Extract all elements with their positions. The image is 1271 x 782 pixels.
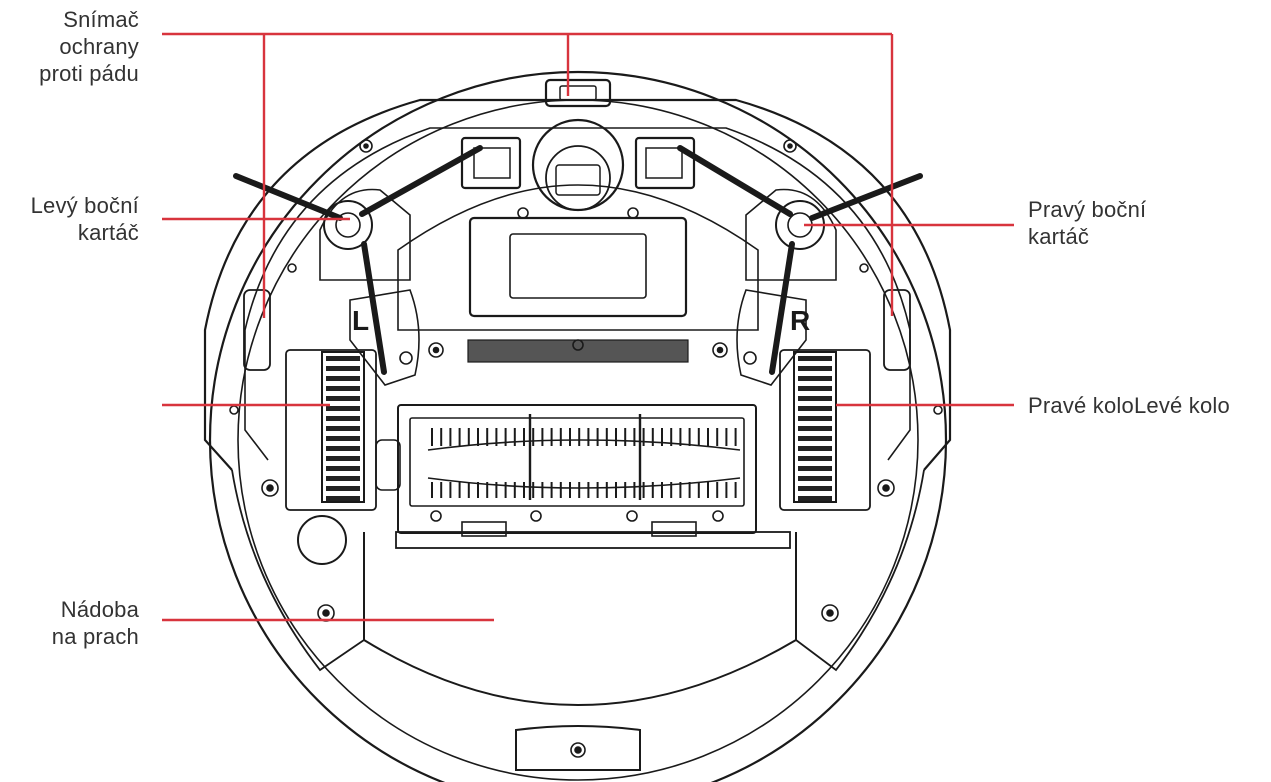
- main-brush-frame: [397, 404, 757, 534]
- tread-bar: [326, 496, 360, 501]
- leader-cliff-sensor: [162, 32, 894, 318]
- robot-body: [203, 71, 952, 782]
- tread-bar: [326, 446, 360, 451]
- tread-bar: [798, 456, 832, 461]
- tread-bar: [798, 486, 832, 491]
- screws: [229, 139, 943, 758]
- upper-frame: [203, 98, 952, 471]
- outer-shell: [209, 71, 947, 782]
- tread-bar: [798, 496, 832, 501]
- side-brush-bristles: [233, 145, 923, 375]
- tread-bar: [798, 406, 832, 411]
- power-contact: [297, 515, 347, 565]
- tread-bar: [798, 476, 832, 481]
- tread-bar: [326, 356, 360, 361]
- upper-frame-inner: [244, 127, 911, 461]
- tread-bar: [798, 376, 832, 381]
- tread-bar: [798, 396, 832, 401]
- tread-bar: [326, 406, 360, 411]
- left-wheel-tread: [321, 351, 365, 503]
- tread-bar: [798, 436, 832, 441]
- battery-bay: [397, 184, 759, 331]
- tread-bar: [798, 466, 832, 471]
- tread-bar: [326, 436, 360, 441]
- sensor-window-left: [460, 136, 522, 190]
- label-cliff-sensor: Snímač ochrany proti pádu: [39, 7, 139, 86]
- right-wheel-housing: [779, 349, 871, 511]
- vent-grille: [467, 339, 689, 363]
- left-side-sensor: [243, 289, 271, 371]
- label-right-wheel: Pravé kolo: [1028, 393, 1134, 418]
- tread-bar: [798, 416, 832, 421]
- tread-bar: [326, 476, 360, 481]
- label-left-wheel: Levé kolo: [1133, 393, 1230, 418]
- tread-bar: [798, 386, 832, 391]
- battery-cover: [468, 216, 688, 318]
- tread-bar: [326, 466, 360, 471]
- dust-bin: [363, 532, 797, 707]
- left-wheel-housing: [285, 349, 377, 511]
- tread-bar: [798, 356, 832, 361]
- tread-bar: [798, 426, 832, 431]
- right-side-sensor: [883, 289, 911, 371]
- sensor-window-right: [634, 136, 696, 190]
- tread-bar: [326, 416, 360, 421]
- label-wheels: Pravé koloLevé kolo: [1028, 392, 1230, 419]
- tread-bar: [326, 376, 360, 381]
- main-brush-bristles: [431, 428, 737, 498]
- right-wheel-tread: [793, 351, 837, 503]
- tread-bar: [798, 446, 832, 451]
- wheel-letter-left: L: [352, 305, 369, 336]
- front-sensor-housing: [544, 78, 612, 108]
- wheel-letter-right: R: [790, 305, 810, 336]
- leader-lines: [162, 32, 1014, 622]
- tread-bar: [798, 366, 832, 371]
- label-right-side-brush: Pravý boční kartáč: [1028, 197, 1147, 249]
- right-brush-housing: [745, 188, 837, 281]
- tread-bar: [326, 486, 360, 491]
- label-left-side-brush: Levý boční kartáč: [30, 193, 139, 245]
- tread-bar: [326, 456, 360, 461]
- rear-clip: [515, 725, 641, 771]
- tread-bar: [326, 396, 360, 401]
- left-brush-housing: [319, 188, 411, 281]
- tread-bar: [326, 426, 360, 431]
- tread-bar: [326, 366, 360, 371]
- tread-bar: [326, 386, 360, 391]
- label-dust-bin: Nádoba na prach: [51, 597, 139, 649]
- left-brush-hub: [323, 200, 373, 250]
